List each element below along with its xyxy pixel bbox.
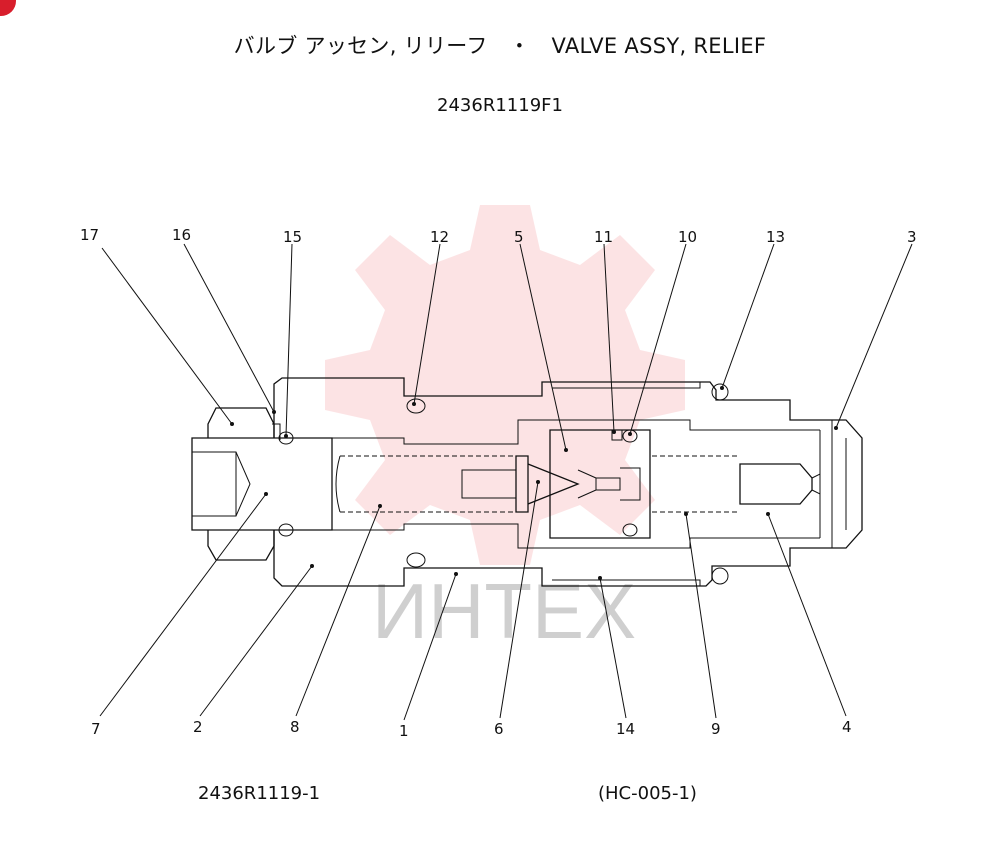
leader-12 <box>413 243 441 405</box>
leader-6 <box>499 481 539 719</box>
callout-16: 16 <box>172 226 191 244</box>
watermark-gear-icon <box>325 205 685 565</box>
leader-17 <box>101 247 233 425</box>
callout-11: 11 <box>594 228 613 246</box>
leader-10 <box>629 243 687 435</box>
leader-5 <box>519 243 567 451</box>
callout-17: 17 <box>80 226 99 244</box>
callout-5: 5 <box>514 228 524 246</box>
callout-2: 2 <box>193 718 203 736</box>
callout-14: 14 <box>616 720 635 738</box>
leader-4 <box>767 513 847 717</box>
callout-15: 15 <box>283 228 302 246</box>
callout-1: 1 <box>399 722 409 740</box>
leader-13 <box>721 243 775 389</box>
callout-labels: 17 16 15 12 5 11 10 13 3 7 2 8 1 6 14 9 … <box>80 226 917 740</box>
reference-code: (HC-005-1) <box>598 783 697 804</box>
part-number: 2436R1119F1 <box>437 95 563 116</box>
leader-2 <box>199 565 313 717</box>
watermark-text: ИНТЕХ <box>372 567 636 655</box>
callout-8: 8 <box>290 718 300 736</box>
leader-14 <box>599 577 627 719</box>
leader-dots <box>230 386 838 580</box>
leader-16 <box>183 243 275 413</box>
leader-11 <box>603 243 615 433</box>
drawing-number: 2436R1119-1 <box>198 783 321 804</box>
callout-7: 7 <box>91 720 101 738</box>
callout-3: 3 <box>907 228 917 246</box>
callout-12: 12 <box>430 228 449 246</box>
callout-6: 6 <box>494 720 504 738</box>
leader-1 <box>403 573 457 721</box>
callout-4: 4 <box>842 718 852 736</box>
callout-10: 10 <box>678 228 697 246</box>
leader-7 <box>99 493 267 717</box>
leader-8 <box>295 505 381 717</box>
callout-13: 13 <box>766 228 785 246</box>
callout-9: 9 <box>711 720 721 738</box>
leader-lines <box>99 243 913 721</box>
leader-15 <box>285 243 293 437</box>
diagram-title: バルブ アッセン, リリーフ ・ VALVE ASSY, RELIEF <box>233 34 767 58</box>
leader-9 <box>685 513 717 719</box>
leader-3 <box>835 243 913 429</box>
